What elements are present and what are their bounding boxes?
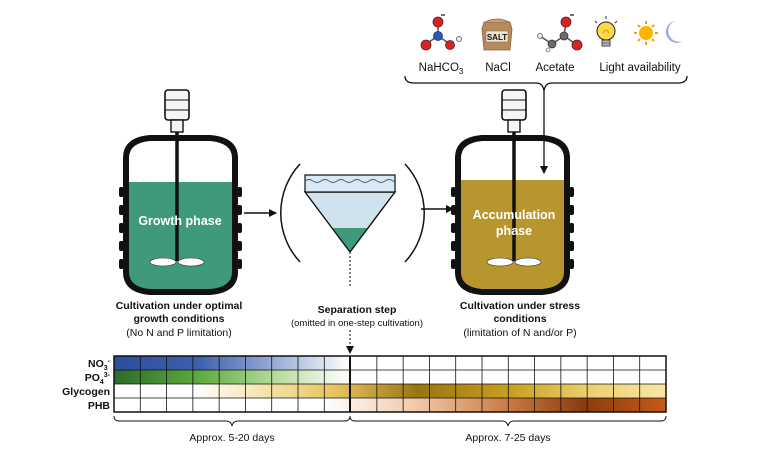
- salt-bag-label: SALT: [487, 33, 507, 42]
- light-availability-label: Light availability: [599, 62, 680, 74]
- row-label-glycogen: Glycogen: [62, 386, 110, 398]
- phosphate-bar: [114, 370, 350, 384]
- separation-subtitle: (omitted in one-step cultivation): [291, 318, 423, 329]
- period2-brace: [349, 415, 667, 427]
- period1-label: Approx. 5-20 days: [189, 432, 274, 444]
- stage2-subtitle: (limitation of N and/or P): [463, 327, 576, 339]
- sun-icon: [634, 21, 658, 45]
- stressor-brace: [404, 75, 688, 92]
- nitrate-bar: [114, 356, 350, 370]
- stage2-title-line1: Cultivation under stress: [460, 300, 580, 312]
- separation-title: Separation step: [318, 304, 397, 316]
- acetate-label: Acetate: [536, 62, 575, 74]
- period2-label: Approx. 7-25 days: [465, 432, 550, 444]
- glycogen-bar: [114, 384, 666, 398]
- timeline-table: NO3- PO43- Glycogen PHB Approx. 5-20 day…: [62, 355, 667, 444]
- light-bulb-icon: [594, 16, 618, 47]
- salt-bag-icon: SALT: [481, 18, 513, 51]
- phb-bar: [114, 398, 666, 412]
- bicarbonate-molecule-icon: [420, 14, 462, 51]
- growth-phase-label: Growth phase: [138, 214, 221, 228]
- accumulation-phase-label-line2: phase: [496, 224, 532, 238]
- row-label-phosphate: PO43-: [85, 372, 111, 386]
- nahco3-label: NaHCO3: [419, 62, 464, 76]
- growth-reactor: Growth phase: [119, 89, 242, 295]
- moon-icon: [665, 21, 683, 43]
- nacl-label: NaCl: [485, 62, 511, 74]
- period1-brace: [113, 415, 351, 427]
- row-label-nitrate: NO3-: [88, 358, 111, 372]
- stage1-title-line2: growth conditions: [134, 313, 225, 325]
- acetate-molecule-icon: [537, 14, 583, 53]
- stage1-subtitle: (No N and P limitation): [126, 327, 231, 339]
- separator-vessel: [280, 163, 425, 263]
- row-label-phb: PHB: [88, 400, 111, 412]
- accumulation-phase-label-line1: Accumulation: [473, 208, 556, 222]
- stage2-title-line2: conditions: [493, 313, 546, 325]
- accumulation-reactor: Accumulation phase: [451, 89, 574, 295]
- stage1-title-line1: Cultivation under optimal: [116, 300, 243, 312]
